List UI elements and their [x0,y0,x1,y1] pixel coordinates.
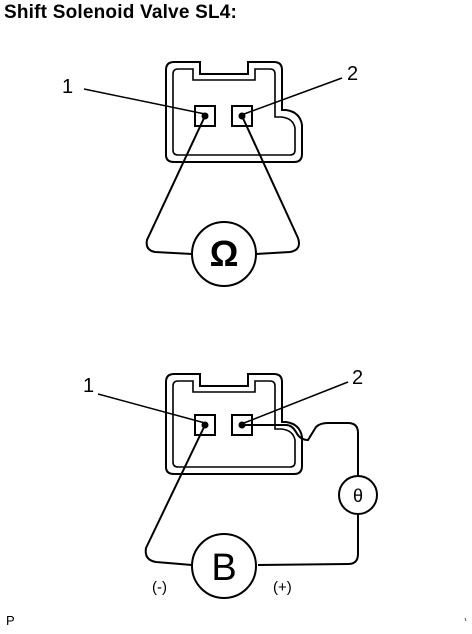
lamp-symbol: θ [353,486,363,506]
resistance-test-diagram: 1 2 Ω [62,61,358,287]
lead-positive [241,115,300,255]
figure-code: P [6,613,15,628]
pin-1-label: 1 [62,76,73,98]
lead-negative [144,424,206,566]
lead-positive-lower [257,514,359,566]
connector-housing-inner [172,380,296,468]
pin-1-leader [97,393,206,424]
pin-2-label: 2 [352,367,363,389]
positive-label: (+) [273,579,292,596]
lead-positive [242,422,359,476]
edge-mark [464,617,467,622]
pin-1-leader [83,88,206,115]
pin-2-label: 2 [347,63,358,85]
battery [191,533,257,599]
test-lamp [338,475,378,515]
ohm-symbol: Ω [210,233,239,274]
connector-housing-outer [165,61,303,163]
connector-housing-inner [172,68,296,156]
diagram-title: Shift Solenoid Valve SL4: [4,2,238,23]
pin-1-label: 1 [83,375,94,397]
pin-2-leader [243,77,343,115]
lead-negative [145,115,206,255]
operation-test-diagram: 1 2 θ B (-) (+) [83,367,378,599]
battery-symbol: B [211,547,236,589]
ohmmeter [191,221,257,287]
connector-housing-outer [165,373,303,475]
negative-label: (-) [152,579,167,596]
pin-2-leader [243,381,349,424]
